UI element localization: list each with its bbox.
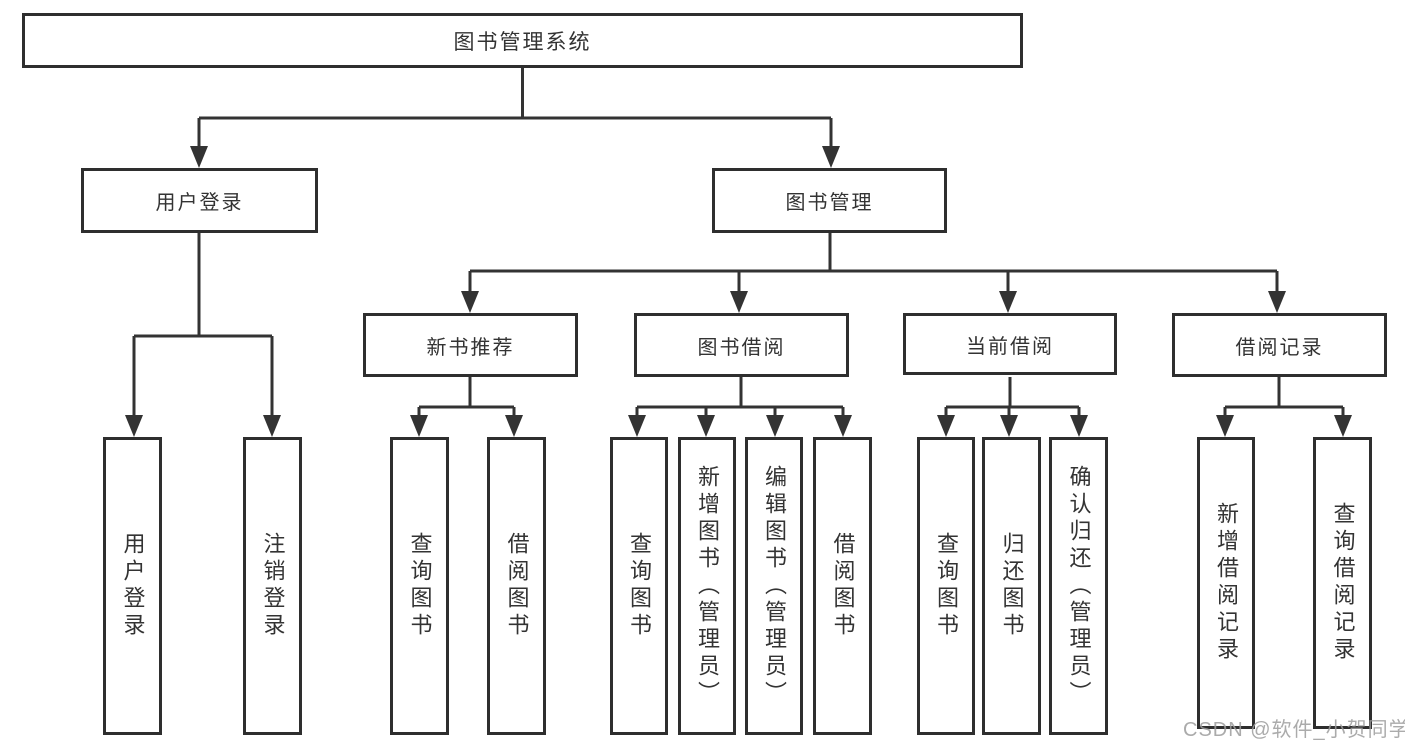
node-new-book-recommend: 新书推荐 xyxy=(363,313,578,377)
node-borrow-records: 借阅记录 xyxy=(1172,313,1387,377)
leaf-borrow-books-recommend: 借阅图书 xyxy=(487,437,546,735)
node-book-management: 图书管理 xyxy=(712,168,947,233)
leaf-query-books-recommend: 查询图书 xyxy=(390,437,449,735)
leaf-user-login: 用户登录 xyxy=(103,437,162,735)
csdn-watermark: CSDN @软件_小贺同学 xyxy=(1183,719,1405,741)
leaf-add-borrow-record: 新增借阅记录 xyxy=(1197,437,1255,729)
leaf-add-books-admin: 新增图书（管理员） xyxy=(678,437,736,735)
leaf-query-books-borrowing: 查询图书 xyxy=(610,437,668,735)
node-user-login: 用户登录 xyxy=(81,168,318,233)
leaf-query-books-current: 查询图书 xyxy=(917,437,975,735)
leaf-borrow-books: 借阅图书 xyxy=(813,437,872,735)
node-root-system: 图书管理系统 xyxy=(22,13,1023,68)
leaf-confirm-return-admin: 确认归还（管理员） xyxy=(1049,437,1108,735)
arrowheads xyxy=(125,146,1352,437)
node-current-borrowing: 当前借阅 xyxy=(903,313,1117,375)
leaf-return-books: 归还图书 xyxy=(982,437,1041,735)
leaf-logout: 注销登录 xyxy=(243,437,302,735)
leaf-edit-books-admin: 编辑图书（管理员） xyxy=(745,437,803,735)
leaf-query-borrow-record: 查询借阅记录 xyxy=(1313,437,1372,729)
node-book-borrowing: 图书借阅 xyxy=(634,313,849,377)
